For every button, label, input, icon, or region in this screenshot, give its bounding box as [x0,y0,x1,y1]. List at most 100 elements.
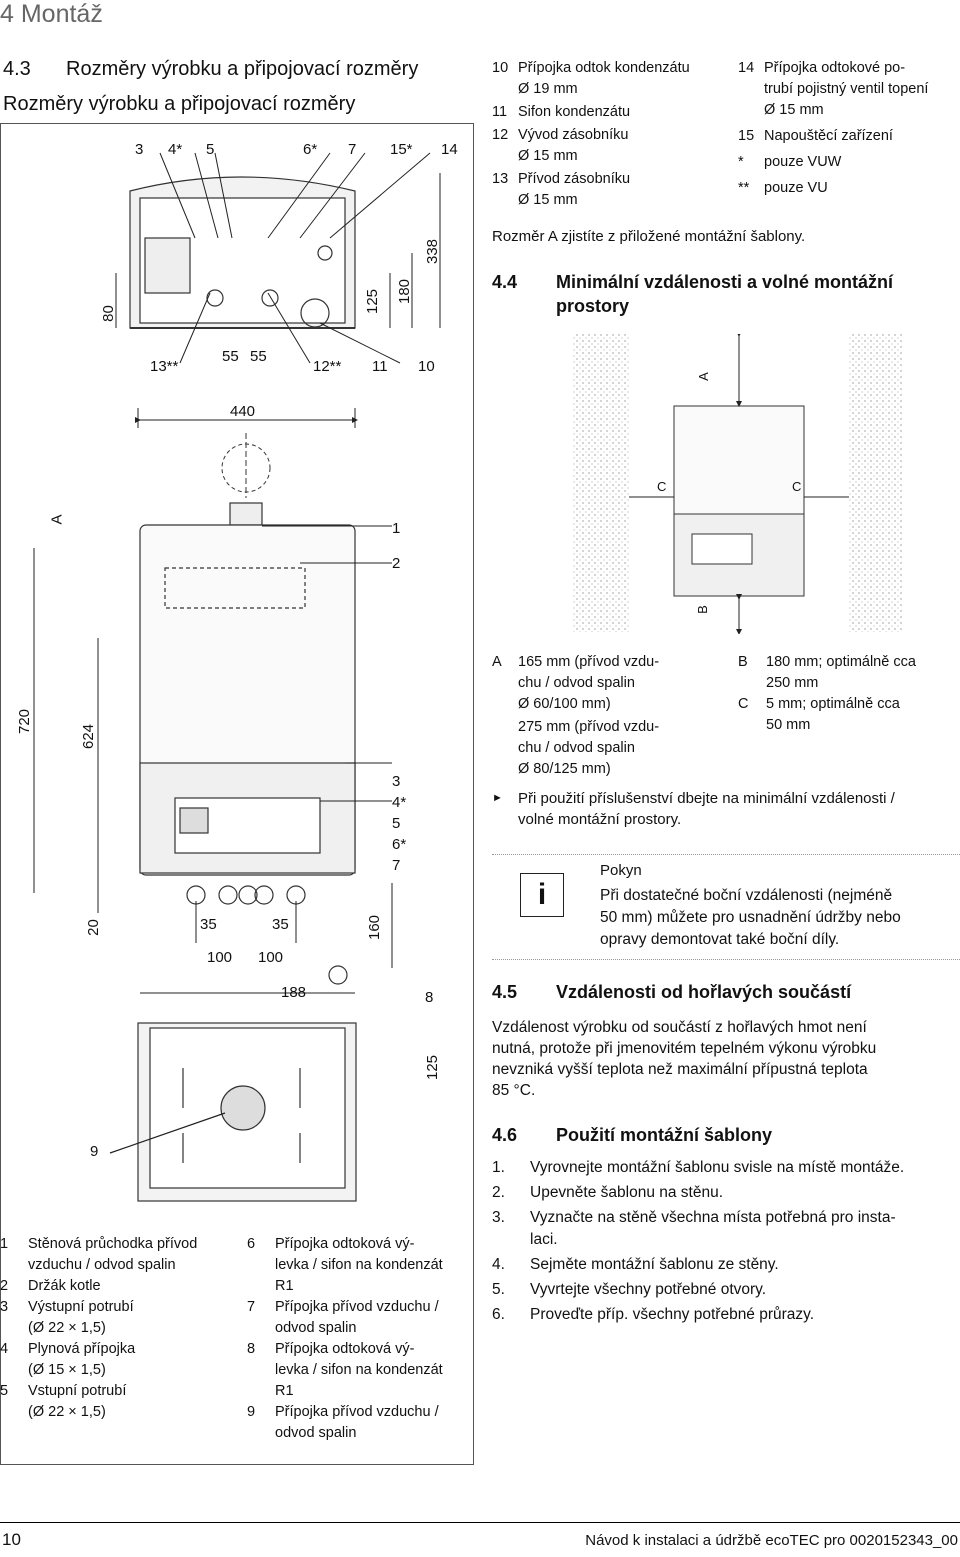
label-2: 2 [392,555,401,572]
step-item-text: Upevněte šablonu na stěnu. [530,1184,724,1201]
legend-item-text: Stěnová průchodka přívod [28,1236,198,1252]
dim-55-right: 55 [250,348,267,365]
legend-item-text: Plynová přípojka [28,1341,136,1357]
distance-b-label: B [738,654,748,670]
dimension-figure-frame [0,123,474,1465]
legend-item-number: 3 [0,1299,9,1315]
dim-20: 20 [84,919,102,936]
label-3b: 3 [392,773,401,790]
legend-item-number: 13 [492,171,509,187]
paragraph-line3: nevzniká vyšší teplota než maximální pří… [492,1061,868,1078]
legend-item-number: * [738,154,744,170]
info-line2: 50 mm) můžete pro usnadnění údržby nebo [600,909,901,926]
section-title: Vzdálenosti od hořlavých součástí [556,982,852,1002]
footer-rule [0,1522,960,1523]
section-title-line1: Minimální vzdálenosti a volné montážní [556,272,894,292]
dim-188: 188 [281,984,307,1001]
distance-a-text: chu / odvod spalin [518,675,635,691]
label-15star: 15* [390,141,413,158]
dim-100-right: 100 [258,949,284,966]
step-item-text: Proveďte příp. všechny potřebné průrazy. [530,1306,815,1323]
clearance-C-right: C [792,479,802,494]
distance-a-text: chu / odvod spalin [518,740,635,756]
legend-item-text: Přípojka odtoková vý- [275,1236,415,1252]
label-13: 13** [150,358,179,375]
legend-item-number: 8 [247,1341,256,1357]
legend-item-text: odvod spalin [275,1320,357,1336]
dim-338: 338 [424,238,442,265]
step-item-text: Vyznačte na stěně všechna místa potřebná… [530,1209,896,1226]
label-8: 8 [425,989,434,1006]
dim-720: 720 [16,708,34,735]
note-dimension-a: Rozměr A zjistíte z přiložené montážní š… [492,228,806,245]
figure-labels: 3 4* 5 6* 7 15* 14 80 125 180 338 13** 5… [0,123,472,1223]
label-14: 14 [441,141,458,158]
legend-item-text: Přípojka přívod vzduchu / [275,1404,439,1420]
legend-item-text: Ø 19 mm [518,81,578,97]
legend-item-number: 12 [492,127,509,143]
bullet-line1: Při použití příslušenství dbejte na mini… [518,790,895,807]
step-item-number: 5. [492,1281,505,1298]
legend-item-text: Ø 15 mm [518,148,578,164]
section-number: 4.6 [492,1125,518,1145]
label-1: 1 [392,520,401,537]
distance-c-label: C [738,696,749,712]
step-item-number: 3. [492,1209,505,1226]
dim-624: 624 [80,723,98,750]
legend-item-number: 4 [0,1341,9,1357]
dim-35-left: 35 [200,916,217,933]
section-number: 4.5 [492,982,518,1002]
info-title: Pokyn [600,862,642,879]
legend-item-text: Sifon kondenzátu [518,104,631,120]
section-title-line2: prostory [556,296,630,316]
legend-item-text: pouze VU [764,180,828,196]
legend-bottom-left: 1 Stěnová průchodka přívod vzduchu / odvod… [0,1234,240,1434]
label-5b: 5 [392,815,401,832]
dim-80: 80 [99,305,117,322]
legend-item-text: Držák kotle [28,1278,101,1294]
legend-item-text: (Ø 22 × 1,5) [28,1404,106,1420]
section-4-3-heading: 4.3 Rozměry výrobku a připojovací rozměr… [3,58,418,81]
step-item-text: laci. [530,1231,558,1248]
info-text: Při dostatečné boční vzdálenosti (nejmén… [600,885,901,951]
legend-item-text: Přípojka odtoková vý- [275,1341,415,1357]
legend-item-number: 9 [247,1404,256,1420]
legend-item-number: 7 [247,1299,256,1315]
legend-item-text: levka / sifon na kondenzát [275,1257,443,1273]
info-box: i Pokyn Při dostatečné boční vzdálenosti… [492,854,960,960]
label-4b: 4* [392,794,407,811]
distance-a-text: Ø 60/100 mm) [518,696,611,712]
section-4-5-text: Vzdálenost výrobku od součástí z hořlavý… [492,1017,876,1101]
step-item-number: 4. [492,1256,505,1273]
clearance-C-left: C [657,479,667,494]
legend-item-number: 2 [0,1278,9,1294]
dim-35-right: 35 [272,916,289,933]
label-5: 5 [206,141,215,158]
section-4-5-heading: 4.5 Vzdálenosti od hořlavých součástí [492,982,851,1003]
dim-125-top: 125 [364,288,382,315]
section-4-4-heading: 4.4 Minimální vzdálenosti a volné montáž… [492,272,893,316]
clearance-drawing [572,334,902,634]
step-item-number: 1. [492,1159,505,1176]
page-number: 10 [2,1530,21,1549]
section-title: Použití montážní šablony [556,1125,773,1145]
steps-list: 1.Vyrovnejte montážní šablonu svisle na … [492,1158,960,1328]
legend-item-text: Přípojka odtokové po- [764,60,906,76]
legend-item-text: vzduchu / odvod spalin [28,1257,176,1273]
distance-b-text: 180 mm; optimálně cca [766,654,916,670]
legend-item-text: Napouštěcí zařízení [764,128,893,144]
side-A: A [48,514,66,525]
legend-item-number: 1 [0,1236,9,1252]
legend-item-number: 5 [0,1383,9,1399]
dimension-drawing [33,152,441,1202]
step-item-number: 6. [492,1306,505,1323]
legend-item-text: Přípojka odtok kondenzátu [518,60,690,76]
legend-item-number: 10 [492,60,509,76]
legend-item-number: 14 [738,60,755,76]
legend-item-number: ** [738,180,750,196]
label-4star: 4* [168,141,183,158]
section-number: 4.4 [492,272,518,292]
